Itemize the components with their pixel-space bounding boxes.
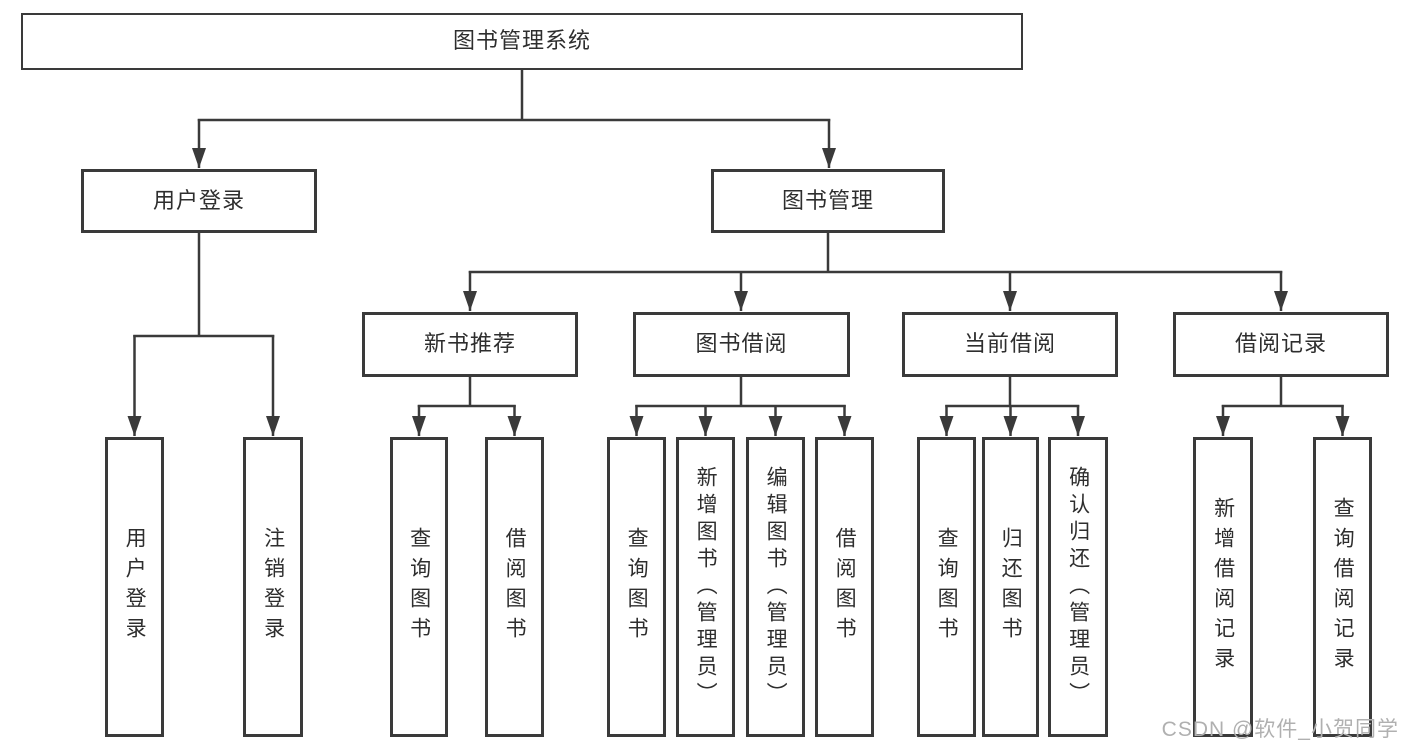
leaf-confirm-return-admin: 确认归还（管理员） [1048,437,1108,737]
leaf-borrow-books: 借阅图书 [815,437,874,737]
leaf-query-books-recommend: 查询图书 [390,437,448,737]
leaf-borrow-books-recommend-label: 借阅图书 [503,527,527,647]
node-borrow-records: 借阅记录 [1173,312,1389,377]
leaf-query-borrow-record: 查询借阅记录 [1313,437,1372,737]
leaf-confirm-return-admin-label: 确认归还（管理员） [1066,465,1090,709]
leaf-edit-books-admin: 编辑图书（管理员） [746,437,805,737]
leaf-query-books-current-label: 查询图书 [935,527,959,647]
connector-book-borrow-children [629,377,852,436]
node-user-login-label: 用户登录 [152,187,245,213]
leaf-borrow-books-recommend: 借阅图书 [485,437,544,737]
connector-new-book-recommend-children [412,377,522,436]
node-book-management-label: 图书管理 [781,187,874,213]
connector-root-to-level2 [192,70,836,168]
node-user-login: 用户登录 [81,169,317,233]
leaf-return-books: 归还图书 [982,437,1039,737]
leaf-add-borrow-record-label: 新增借阅记录 [1211,497,1235,677]
leaf-query-books-borrow-label: 查询图书 [625,527,649,647]
node-book-borrow-label: 图书借阅 [695,331,788,357]
leaf-query-books-recommend-label: 查询图书 [407,527,431,647]
node-root: 图书管理系统 [21,13,1023,70]
connector-current-borrow-children [939,377,1085,436]
node-new-book-recommend-label: 新书推荐 [423,331,516,357]
leaf-borrow-books-label: 借阅图书 [833,527,857,647]
node-borrow-records-label: 借阅记录 [1234,331,1327,357]
connector-user-login-children [127,233,280,436]
leaf-add-borrow-record: 新增借阅记录 [1193,437,1253,737]
leaf-query-books-current: 查询图书 [917,437,976,737]
leaf-user-login-label: 用户登录 [123,527,147,647]
node-book-borrow: 图书借阅 [633,312,850,377]
node-root-label: 图书管理系统 [452,28,591,54]
csdn-watermark: CSDN @软件_小贺同学 [1161,718,1399,741]
node-current-borrow: 当前借阅 [902,312,1118,377]
leaf-return-books-label: 归还图书 [999,527,1023,647]
leaf-add-books-admin-label: 新增图书（管理员） [694,465,718,709]
leaf-logout: 注销登录 [243,437,303,737]
leaf-query-borrow-record-label: 查询借阅记录 [1331,497,1355,677]
node-book-management: 图书管理 [711,169,945,233]
leaf-logout-label: 注销登录 [261,527,285,647]
connector-book-management-children [463,233,1288,311]
node-new-book-recommend: 新书推荐 [362,312,578,377]
leaf-user-login: 用户登录 [105,437,164,737]
leaf-add-books-admin: 新增图书（管理员） [676,437,735,737]
connector-borrow-records-children [1216,377,1350,436]
leaf-query-books-borrow: 查询图书 [607,437,666,737]
node-current-borrow-label: 当前借阅 [963,331,1056,357]
leaf-edit-books-admin-label: 编辑图书（管理员） [764,465,788,709]
